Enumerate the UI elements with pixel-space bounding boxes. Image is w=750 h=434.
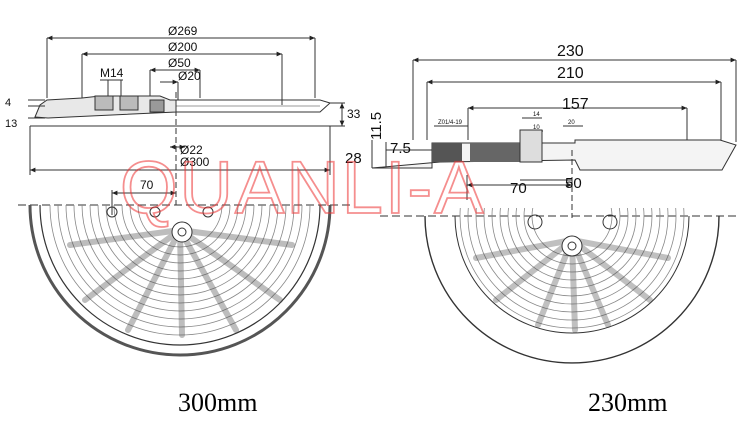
dim-10: 10	[533, 125, 540, 131]
dim-50-right: 50	[565, 175, 582, 192]
dim-230: 230	[557, 43, 584, 60]
dim-70-left: 70	[140, 178, 154, 192]
left-dimension-labels: Ø269 Ø200 M14 Ø50 Ø20 4 13 33 Ø22 Ø300 7…	[5, 24, 361, 192]
dim-m14: M14	[100, 66, 124, 80]
dim-200: Ø200	[168, 40, 198, 54]
dim-157: 157	[562, 96, 589, 113]
dim-4: 4	[5, 97, 11, 109]
dim-11-5: 11.5	[368, 112, 385, 140]
dim-210: 210	[557, 65, 584, 82]
dim-28: 28	[345, 150, 362, 167]
caption-300mm: 300mm	[178, 388, 258, 417]
dim-thread: Z01/4-19	[438, 120, 463, 126]
dim-269: Ø269	[168, 24, 198, 38]
dim-300: Ø300	[180, 155, 210, 169]
caption-230mm: 230mm	[588, 388, 668, 417]
watermark: QUANLI-A	[120, 146, 486, 229]
dim-20: 20	[568, 120, 575, 126]
dim-50: Ø50	[168, 56, 191, 70]
right-drawing	[371, 57, 740, 364]
dim-33: 33	[347, 107, 361, 121]
dim-22: Ø22	[180, 143, 203, 157]
dim-7-5: 7.5	[390, 140, 411, 157]
right-dimension-labels: 230 210 157 11.5 7.5 28 70 50 Z01/4-19 1…	[345, 43, 589, 197]
dim-14: 14	[533, 112, 540, 118]
dim-70-right: 70	[510, 180, 527, 197]
left-drawing	[18, 35, 350, 357]
dim-20: Ø20	[178, 69, 201, 83]
dim-13: 13	[5, 118, 17, 130]
